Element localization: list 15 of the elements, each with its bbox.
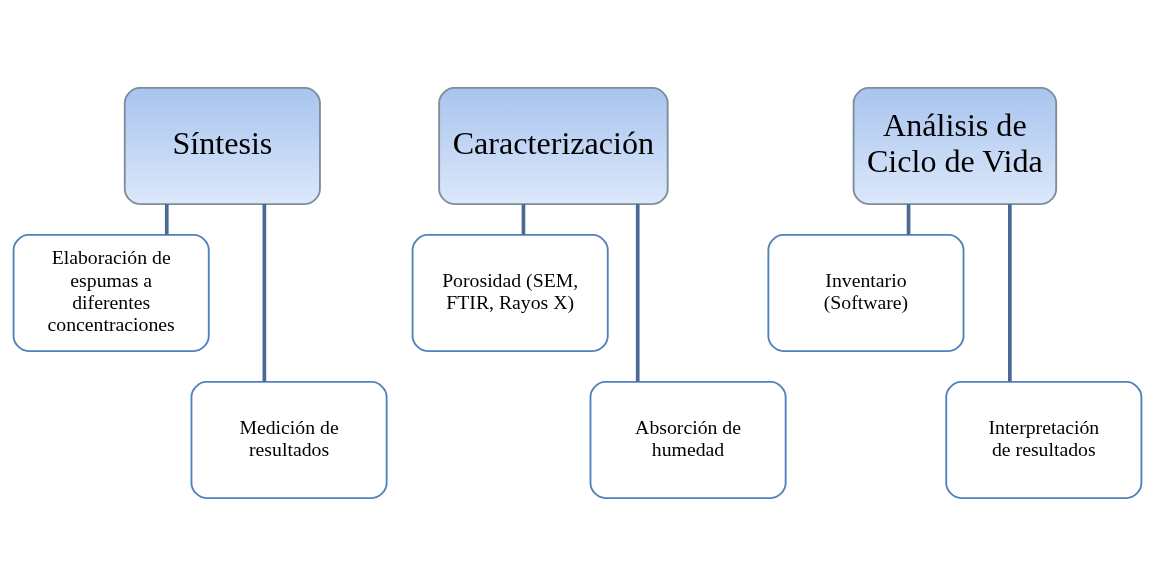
node-box: Inventario (Software): [767, 233, 965, 352]
connector: [1008, 203, 1012, 382]
node-box: Caracterización: [438, 86, 669, 205]
node-box: Medición de resultados: [190, 380, 388, 499]
connector: [906, 203, 911, 235]
connector: [262, 203, 267, 382]
node-box: Elaboración de espumas a diferentes concentraciones: [12, 233, 210, 352]
connector: [164, 203, 169, 235]
node-box: Porosidad (SEM, FTIR, Rayos X): [411, 233, 609, 352]
node-box: Análisis de Ciclo de Vida: [852, 86, 1058, 205]
node-box: Absorción de humedad: [589, 380, 787, 499]
connector: [635, 203, 640, 382]
node-box: Síntesis: [123, 86, 321, 205]
connector: [521, 203, 526, 235]
node-box: Interpretación de resultados: [945, 380, 1143, 499]
